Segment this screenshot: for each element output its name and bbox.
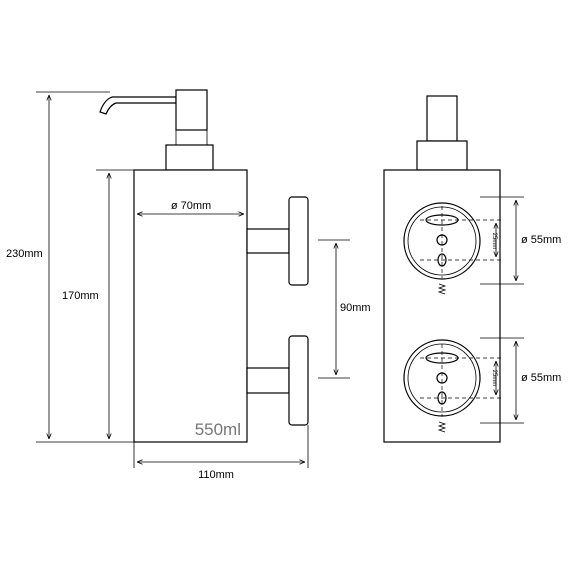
upper-wall-bracket <box>246 196 309 286</box>
total-depth-label: 110mm <box>198 469 234 481</box>
lower-hole-spacing-label: 25mm <box>491 370 497 387</box>
volume-label: 550ml <box>195 420 241 439</box>
pump-spout <box>99 96 177 115</box>
total-height-label: 230mm <box>6 248 43 260</box>
pump-head <box>175 89 208 131</box>
body-height-label: 170mm <box>62 290 99 302</box>
front-view: 25mm 25mm ø 55mm ø 55mm <box>383 95 561 443</box>
body-diameter-label: ø 70mm <box>171 200 211 212</box>
upper-mount-diameter-label: ø 55mm <box>521 234 561 246</box>
side-view: ø 70mm 550ml 230mm 170mm 90mm 110mm <box>6 89 371 481</box>
pump-collar <box>165 144 214 171</box>
upper-mount-disc: 25mm <box>403 202 502 295</box>
front-pump-head <box>426 95 458 142</box>
lower-mount-disc: 25mm <box>403 339 502 433</box>
lower-wall-bracket <box>246 335 309 426</box>
upper-hole-spacing-label: 25mm <box>491 233 497 250</box>
lower-mount-diameter-label: ø 55mm <box>521 372 561 384</box>
bracket-spacing-label: 90mm <box>340 302 371 314</box>
front-pump-collar <box>416 140 468 171</box>
